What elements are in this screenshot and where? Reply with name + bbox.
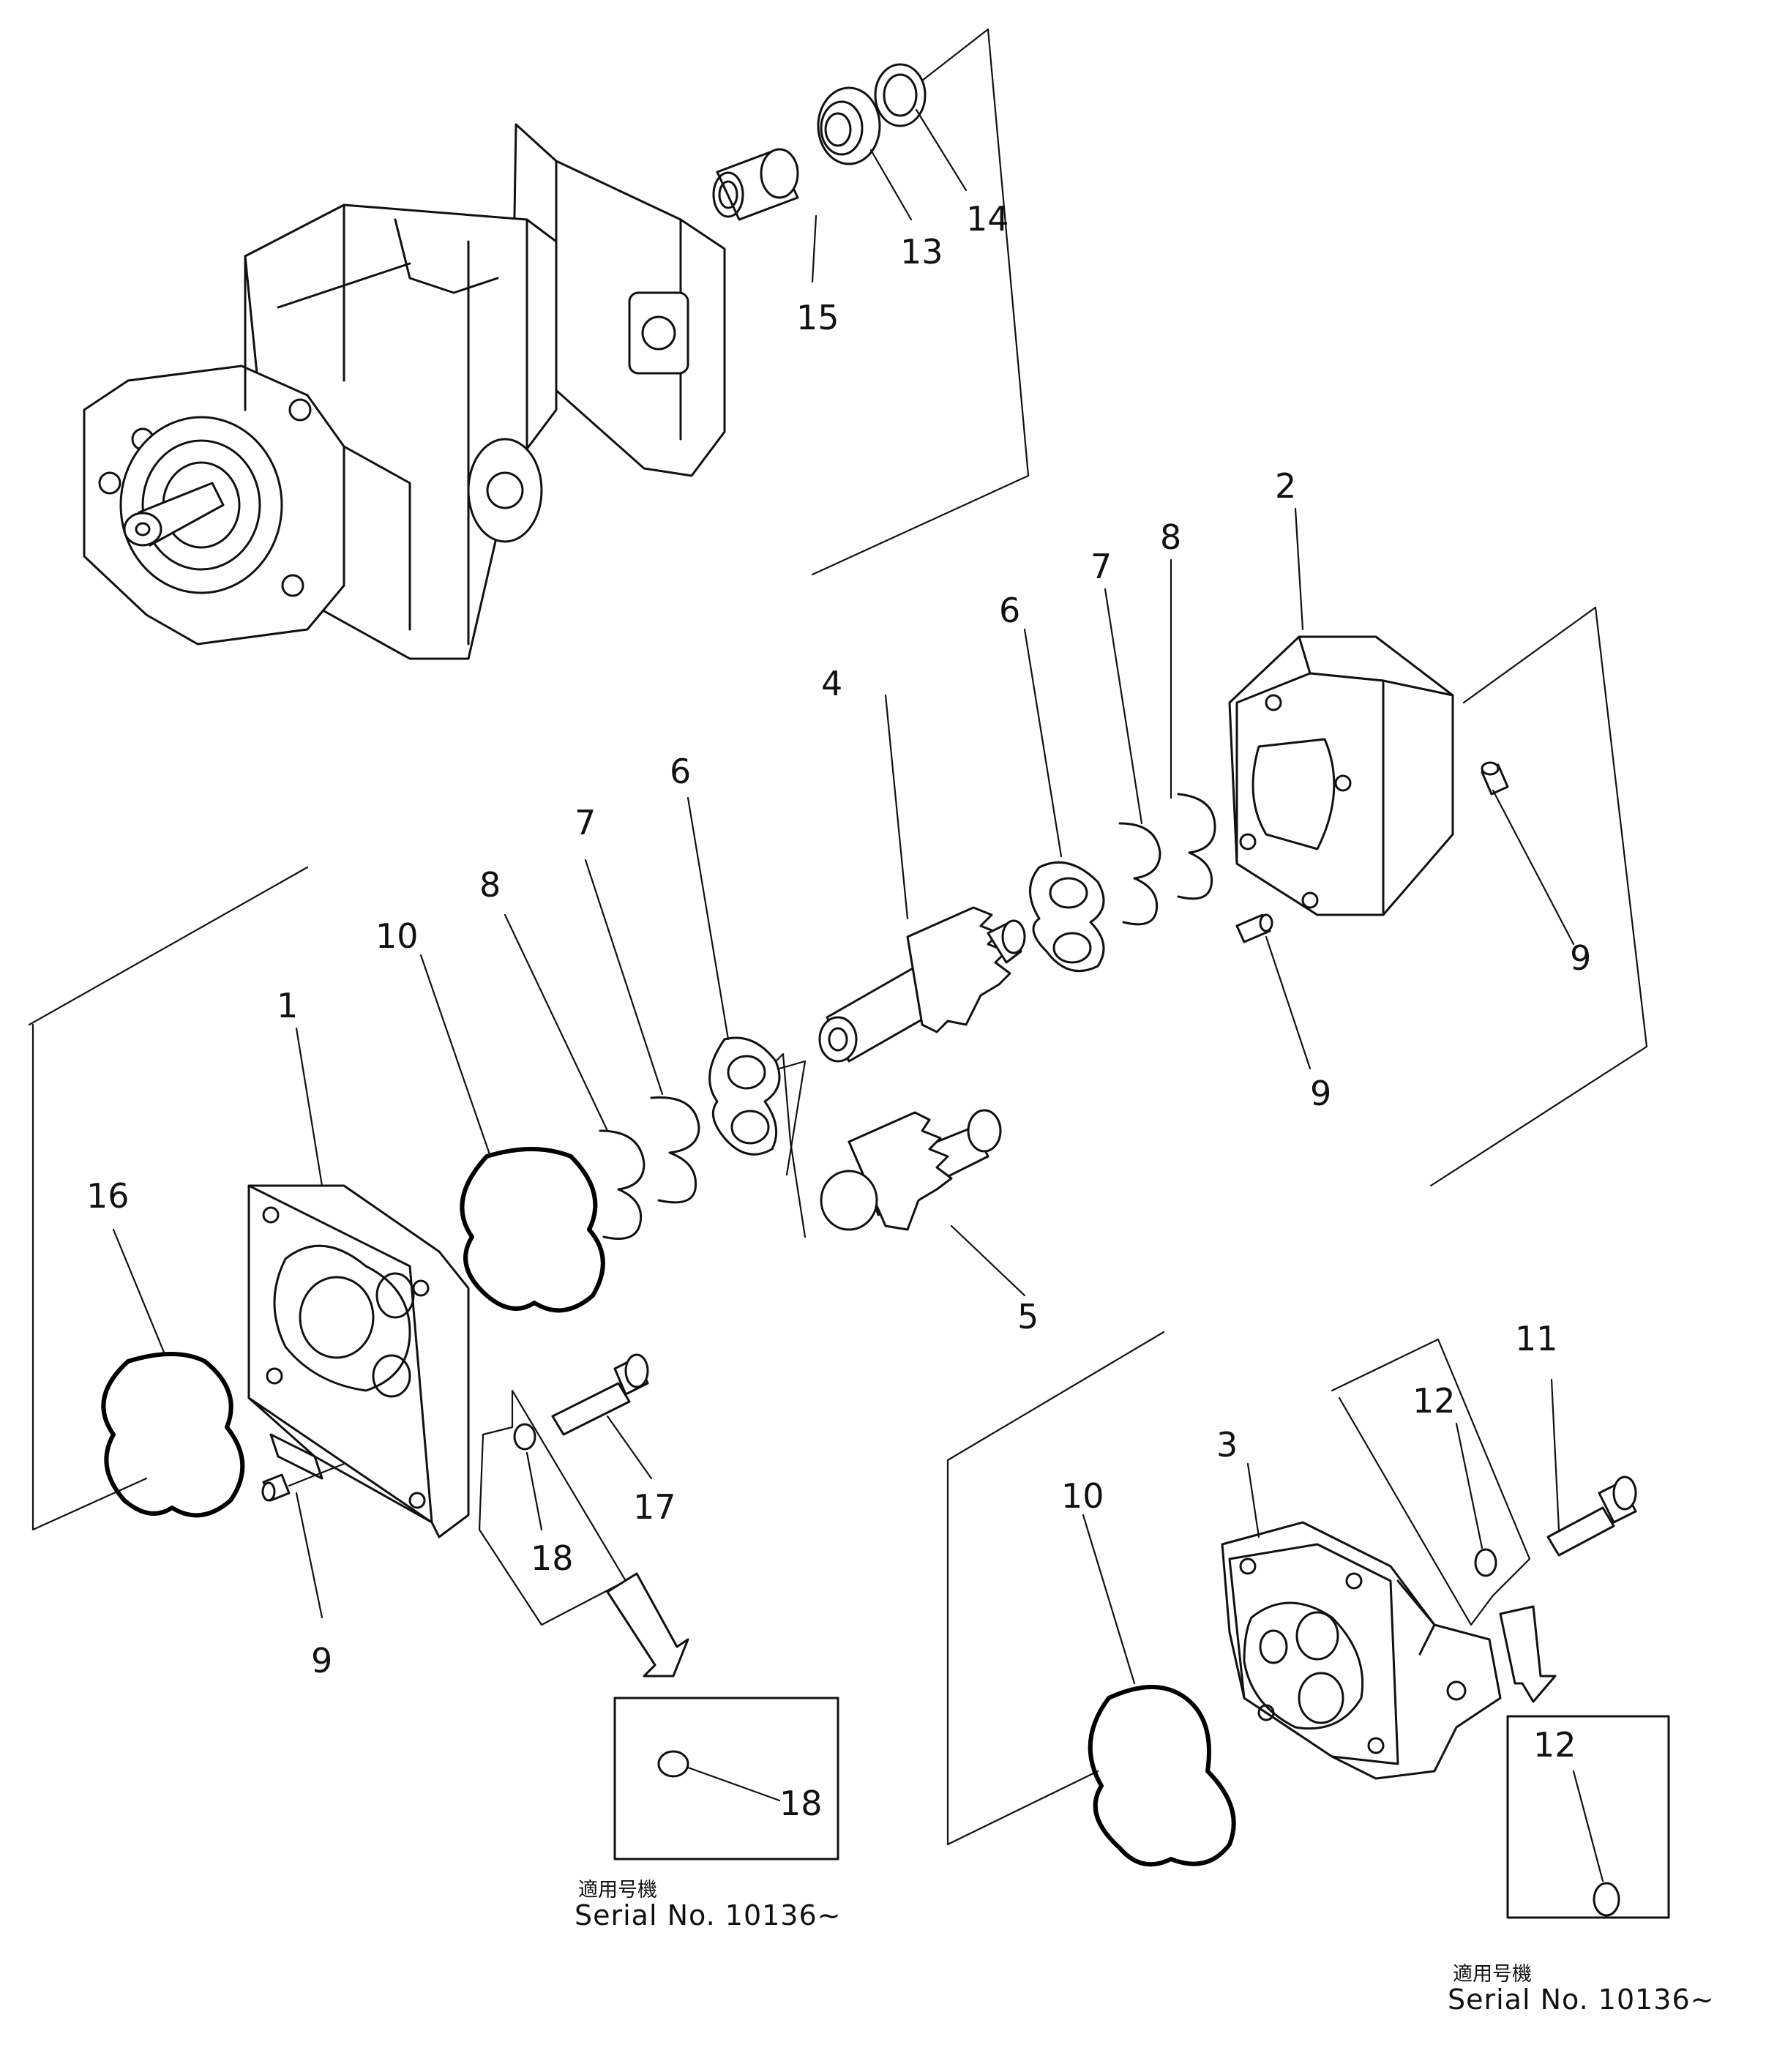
part-10-oring-lower bbox=[1088, 1685, 1236, 1867]
part-9-pin-left bbox=[261, 1473, 291, 1502]
callout-numbers: 15 13 14 2 8 7 6 4 9 9 6 7 8 10 1 16 5 1… bbox=[86, 199, 1591, 1823]
callout-7-left: 7 bbox=[575, 803, 596, 842]
leader-detail-12 bbox=[1572, 1770, 1604, 1882]
applicability-label-left: 適用号機 bbox=[578, 1879, 657, 1901]
arrow-left-detail bbox=[606, 1572, 689, 1678]
part-7-clip-left bbox=[650, 1096, 700, 1204]
part-6-plate-right bbox=[1029, 861, 1105, 973]
part-4-drive-gear bbox=[818, 906, 1026, 1063]
callout-13: 13 bbox=[900, 232, 943, 272]
detail-washer-12 bbox=[1593, 1882, 1620, 1917]
callout-12-detail: 12 bbox=[1533, 1725, 1576, 1765]
callout-2: 2 bbox=[1275, 466, 1296, 506]
callout-15: 15 bbox=[796, 298, 839, 337]
callout-17: 17 bbox=[633, 1487, 676, 1527]
callout-7-right: 7 bbox=[1090, 547, 1112, 586]
bracket-line-12 bbox=[1331, 1338, 1531, 1626]
part-8-clip-right bbox=[1177, 793, 1216, 900]
callout-11: 11 bbox=[1515, 1319, 1558, 1358]
pump-assembly bbox=[83, 123, 726, 660]
callout-4: 4 bbox=[821, 664, 842, 703]
callout-9-middle: 9 bbox=[1310, 1074, 1331, 1113]
part-13-bearing bbox=[817, 86, 881, 165]
part-3-rear-cover bbox=[1221, 1521, 1502, 1780]
detail-washer-18 bbox=[657, 1750, 689, 1778]
callout-10-lower: 10 bbox=[1061, 1476, 1104, 1516]
serial-note-left: Serial No. 10136~ bbox=[575, 1899, 842, 1931]
applicability-label-right: 適用号機 bbox=[1453, 1963, 1532, 1986]
part-16-oring bbox=[101, 1352, 245, 1518]
bracket-line-right bbox=[1429, 606, 1648, 1187]
part-8-clip-left bbox=[599, 1129, 646, 1240]
bracket-line-left bbox=[28, 866, 309, 1531]
callout-9-left: 9 bbox=[311, 1641, 332, 1680]
callout-18-upper: 18 bbox=[531, 1538, 574, 1578]
bracket-line-top bbox=[811, 28, 1030, 576]
part-6-plate-left bbox=[708, 1036, 781, 1156]
arrow-right-detail bbox=[1499, 1605, 1557, 1703]
leader-pin-cover bbox=[288, 1462, 345, 1487]
serial-note-right: Serial No. 10136~ bbox=[1448, 1983, 1715, 2016]
part-2-housing bbox=[1228, 635, 1454, 916]
callout-6-right: 6 bbox=[999, 591, 1020, 630]
part-7-clip-right bbox=[1118, 822, 1161, 926]
part-17-bolt bbox=[551, 1353, 649, 1436]
callout-16: 16 bbox=[86, 1176, 130, 1216]
callout-14: 14 bbox=[966, 199, 1009, 239]
detail-box-left bbox=[613, 1697, 839, 1860]
leader-lines bbox=[112, 108, 1575, 1685]
callout-8-right: 8 bbox=[1160, 517, 1181, 557]
callout-10-upper: 10 bbox=[375, 916, 419, 956]
bracket-line-18 bbox=[478, 1389, 627, 1626]
part-1-front-cover bbox=[247, 1184, 470, 1538]
callout-6-left: 6 bbox=[670, 752, 691, 791]
part-12-washer bbox=[1474, 1548, 1497, 1577]
detail-box-right bbox=[1506, 1715, 1670, 1919]
bracket-line-gear bbox=[774, 1052, 807, 1238]
leader-detail-18 bbox=[686, 1766, 781, 1802]
part-15-bushing bbox=[712, 148, 799, 221]
bracket-line-plate bbox=[778, 1060, 807, 1176]
callout-1: 1 bbox=[277, 986, 298, 1025]
part-14-seal bbox=[874, 63, 927, 127]
callout-5: 5 bbox=[1017, 1297, 1039, 1336]
part-5-driven-gear bbox=[820, 1109, 1002, 1231]
part-18-washer bbox=[513, 1423, 536, 1451]
part-10-oring-upper bbox=[460, 1147, 605, 1313]
part-11-bolt bbox=[1546, 1476, 1637, 1557]
callout-3: 3 bbox=[1216, 1425, 1238, 1465]
callout-8-left: 8 bbox=[479, 865, 501, 905]
part-9-pin-right bbox=[1481, 761, 1509, 796]
callout-9-right: 9 bbox=[1570, 938, 1591, 978]
callout-18-detail: 18 bbox=[779, 1784, 823, 1823]
part-9-pin-middle bbox=[1235, 913, 1273, 943]
bracket-line-lower bbox=[946, 1331, 1165, 1846]
callout-12-upper: 12 bbox=[1413, 1381, 1456, 1421]
